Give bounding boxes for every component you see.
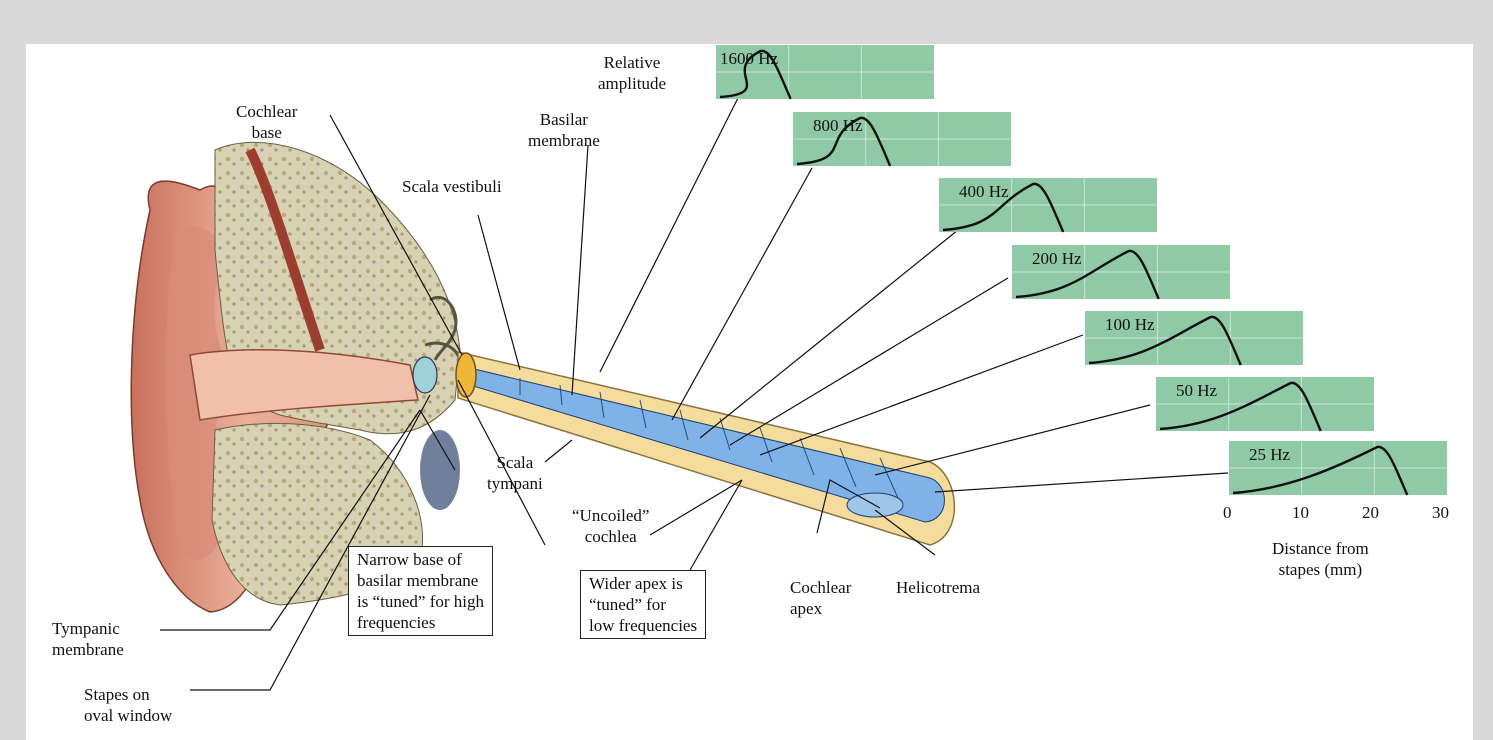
stapes-label: Stapes on oval window [84, 684, 172, 726]
tympanic-membrane-label: Tympanic membrane [52, 618, 124, 660]
wider-apex-callout: Wider apex is “tuned” for low frequencie… [580, 570, 706, 639]
frequency-label: 25 Hz [1249, 445, 1290, 465]
axis-tick-0: 0 [1223, 503, 1232, 523]
relative-amplitude-label: Relative amplitude [598, 52, 666, 94]
uncoiled-cochlea [456, 352, 954, 545]
axis-tick-20: 20 [1362, 503, 1379, 523]
frequency-label: 100 Hz [1105, 315, 1155, 335]
cochlear-apex-label: Cochlear apex [790, 577, 851, 619]
narrow-base-callout: Narrow base of basilar membrane is “tune… [348, 546, 493, 636]
helicotrema-label: Helicotrema [896, 577, 980, 598]
distance-axis-label: Distance from stapes (mm) [1272, 538, 1369, 580]
uncoiled-cochlea-label: “Uncoiled” cochlea [572, 505, 649, 547]
basilar-membrane-label: Basilar membrane [528, 109, 600, 151]
frequency-label: 400 Hz [959, 182, 1009, 202]
frequency-response-panels [716, 45, 1447, 495]
frequency-label: 800 Hz [813, 116, 863, 136]
scala-vestibuli-label: Scala vestibuli [402, 176, 502, 197]
frequency-label: 1600 Hz [720, 49, 778, 69]
axis-tick-30: 30 [1432, 503, 1449, 523]
frequency-label: 50 Hz [1176, 381, 1217, 401]
axis-tick-10: 10 [1292, 503, 1309, 523]
scala-tympani-label: Scala tympani [487, 452, 543, 494]
cochlear-base-label: Cochlear base [236, 101, 297, 143]
frequency-label: 200 Hz [1032, 249, 1082, 269]
